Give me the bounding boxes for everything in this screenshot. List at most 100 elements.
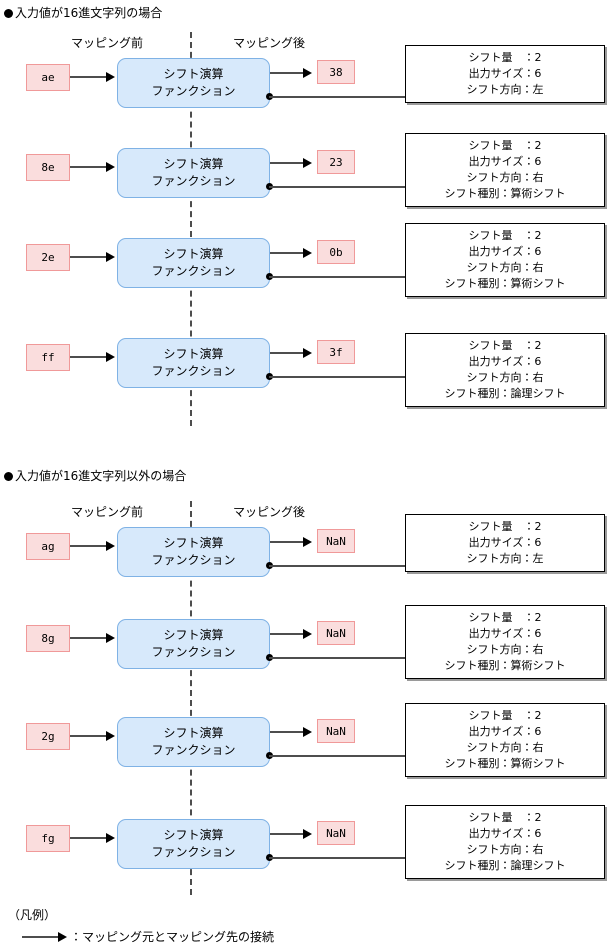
input-chip: ag: [26, 533, 70, 560]
note-line: シフト方向：左: [466, 83, 544, 96]
arrow-icon: [303, 829, 312, 839]
connector-function-to-note: [269, 565, 406, 567]
legend-arrow-line: [22, 936, 60, 938]
output-chip: 38: [317, 60, 355, 84]
arrow-icon: [106, 352, 115, 362]
function-label-line2: ファンクション: [151, 84, 236, 98]
connector-function-to-note: [269, 96, 406, 98]
connector-function-to-note: [269, 186, 406, 188]
bullet-icon: [4, 472, 13, 481]
arrow-icon: [303, 248, 312, 258]
output-chip: 3f: [317, 340, 355, 364]
arrow-icon: [106, 72, 115, 82]
note-line: シフト方向：右: [466, 843, 544, 856]
section-heading-2: 入力値が16進文字列以外の場合: [4, 469, 186, 483]
function-box: シフト演算 ファンクション: [117, 619, 270, 669]
arrow-icon: [303, 629, 312, 639]
note-line: 出力サイズ：6: [468, 355, 542, 368]
note-line: シフト量 ：2: [468, 139, 542, 152]
note-line: シフト量 ：2: [468, 229, 542, 242]
function-label-line1: シフト演算: [163, 536, 224, 550]
input-chip: fg: [26, 825, 70, 852]
arrow-icon: [106, 731, 115, 741]
function-label-line2: ファンクション: [151, 743, 236, 757]
note-box: シフト量 ：2 出力サイズ：6 シフト方向：左: [405, 514, 605, 572]
note-line: シフト種別：論理シフト: [444, 387, 566, 400]
output-chip: NaN: [317, 529, 355, 553]
note-box: シフト量 ：2 出力サイズ：6 シフト方向：右 シフト種別：論理シフト: [405, 805, 605, 879]
output-chip: NaN: [317, 621, 355, 645]
arrow-icon: [106, 833, 115, 843]
note-line: シフト方向：右: [466, 741, 544, 754]
input-chip: ae: [26, 64, 70, 91]
connector-function-to-note: [269, 857, 406, 859]
section-heading-2-text: 入力値が16進文字列以外の場合: [15, 469, 187, 483]
connector-function-to-output: [270, 162, 304, 164]
function-box: シフト演算 ファンクション: [117, 58, 270, 108]
output-chip: NaN: [317, 821, 355, 845]
connector-input-to-function: [70, 166, 108, 168]
function-label-line2: ファンクション: [151, 645, 236, 659]
connector-input-to-function: [70, 76, 108, 78]
note-line: シフト方向：右: [466, 371, 544, 384]
column-caption-before-2: マッピング前: [70, 505, 143, 519]
connector-input-to-function: [70, 637, 108, 639]
note-line: シフト量 ：2: [468, 709, 542, 722]
note-line: シフト方向：右: [466, 171, 544, 184]
arrow-icon: [303, 727, 312, 737]
note-box: シフト量 ：2 出力サイズ：6 シフト方向：左: [405, 45, 605, 103]
function-label-line1: シフト演算: [163, 726, 224, 740]
output-chip: 23: [317, 150, 355, 174]
legend-description: ：マッピング元とマッピング先の接続: [70, 930, 275, 944]
mapping-divider-1: [190, 32, 192, 426]
arrow-icon: [106, 162, 115, 172]
connector-input-to-function: [70, 356, 108, 358]
section-heading-1: 入力値が16進文字列の場合: [4, 6, 162, 20]
connector-input-to-function: [70, 256, 108, 258]
connector-function-to-note: [269, 376, 406, 378]
note-line: シフト種別：算術シフト: [444, 277, 566, 290]
note-line: シフト種別：算術シフト: [444, 187, 566, 200]
arrow-icon: [106, 541, 115, 551]
bullet-icon: [4, 9, 13, 18]
function-label-line1: シフト演算: [163, 828, 224, 842]
arrow-icon: [303, 348, 312, 358]
output-chip: NaN: [317, 719, 355, 743]
input-chip: ff: [26, 344, 70, 371]
note-line: 出力サイズ：6: [468, 536, 542, 549]
connector-input-to-function: [70, 545, 108, 547]
column-caption-before-1: マッピング前: [70, 36, 143, 50]
note-line: シフト量 ：2: [468, 611, 542, 624]
function-label-line2: ファンクション: [151, 553, 236, 567]
connector-function-to-output: [270, 633, 304, 635]
arrow-icon: [303, 537, 312, 547]
note-line: 出力サイズ：6: [468, 827, 542, 840]
connector-function-to-output: [270, 541, 304, 543]
arrow-icon: [303, 68, 312, 78]
connector-function-to-output: [270, 72, 304, 74]
note-line: シフト方向：右: [466, 261, 544, 274]
note-line: 出力サイズ：6: [468, 725, 542, 738]
note-line: シフト量 ：2: [468, 339, 542, 352]
note-box: シフト量 ：2 出力サイズ：6 シフト方向：右 シフト種別：算術シフト: [405, 133, 605, 207]
connector-function-to-note: [269, 276, 406, 278]
mapping-divider-2: [190, 501, 192, 895]
note-line: シフト種別：論理シフト: [444, 859, 566, 872]
function-box: シフト演算 ファンクション: [117, 238, 270, 288]
note-box: シフト量 ：2 出力サイズ：6 シフト方向：右 シフト種別：算術シフト: [405, 223, 605, 297]
note-line: シフト量 ：2: [468, 811, 542, 824]
function-box: シフト演算 ファンクション: [117, 148, 270, 198]
column-caption-after-2: マッピング後: [232, 505, 305, 519]
arrow-icon: [106, 633, 115, 643]
input-chip: 2g: [26, 723, 70, 750]
input-chip: 8e: [26, 154, 70, 181]
connector-function-to-output: [270, 731, 304, 733]
note-box: シフト量 ：2 出力サイズ：6 シフト方向：右 シフト種別：論理シフト: [405, 333, 605, 407]
function-box: シフト演算 ファンクション: [117, 819, 270, 869]
function-label-line2: ファンクション: [151, 264, 236, 278]
connector-function-to-note: [269, 755, 406, 757]
function-label-line1: シフト演算: [163, 628, 224, 642]
function-label-line2: ファンクション: [151, 364, 236, 378]
output-chip: 0b: [317, 240, 355, 264]
connector-input-to-function: [70, 735, 108, 737]
